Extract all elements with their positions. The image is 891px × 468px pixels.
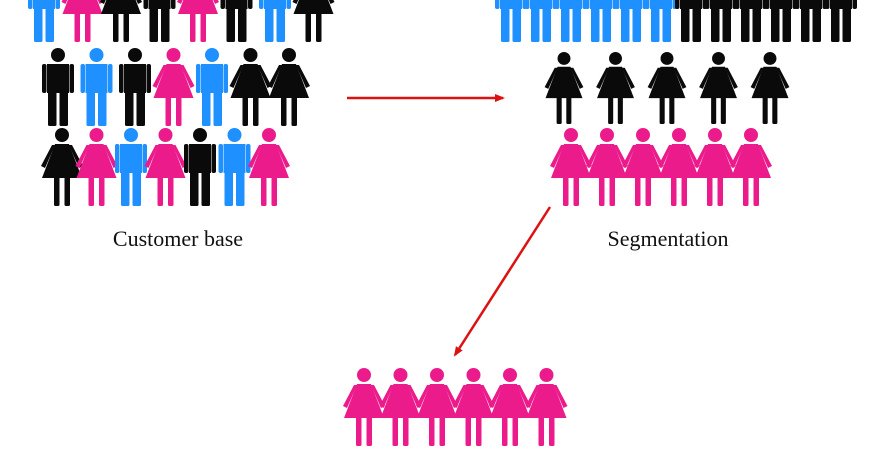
customer-base-group bbox=[28, 0, 335, 206]
black-woman-icon bbox=[100, 0, 142, 42]
black-woman-icon bbox=[268, 48, 310, 126]
black-man-icon bbox=[765, 0, 797, 42]
pink-woman-icon bbox=[586, 128, 628, 206]
blue-man-icon bbox=[80, 48, 113, 126]
black-man-icon bbox=[825, 0, 857, 42]
pink-woman-icon bbox=[144, 128, 187, 206]
pink-woman-icon bbox=[452, 368, 495, 446]
segmentation-label: Segmentation bbox=[607, 226, 729, 251]
blue-man-icon bbox=[585, 0, 617, 42]
black-woman-icon bbox=[647, 52, 687, 124]
pink-woman-icon bbox=[177, 0, 219, 42]
pink-woman-icon bbox=[550, 128, 592, 206]
pink-woman-icon bbox=[152, 48, 195, 126]
pink-woman-icon bbox=[75, 128, 118, 206]
pink-woman-icon bbox=[622, 128, 664, 206]
pink-woman-icon bbox=[343, 368, 385, 446]
black-man-icon bbox=[220, 0, 253, 42]
black-woman-icon bbox=[750, 52, 790, 124]
black-man-icon bbox=[42, 48, 74, 126]
pink-woman-icon bbox=[694, 128, 736, 206]
blue-man-icon bbox=[495, 0, 527, 42]
black-woman-icon bbox=[596, 52, 635, 124]
black-man-icon bbox=[705, 0, 737, 42]
black-man-icon bbox=[119, 48, 151, 126]
black-man-icon bbox=[143, 0, 176, 42]
black-man-icon bbox=[795, 0, 827, 42]
pink-woman-icon bbox=[525, 368, 568, 446]
blue-man-icon bbox=[615, 0, 647, 42]
black-man-icon bbox=[184, 128, 216, 206]
blue-man-icon bbox=[28, 0, 60, 42]
blue-man-icon bbox=[115, 128, 147, 206]
black-man-icon bbox=[675, 0, 707, 42]
black-woman-icon bbox=[544, 52, 584, 124]
pink-woman-icon bbox=[489, 368, 531, 446]
blue-man-icon bbox=[555, 0, 587, 42]
pink-woman-icon bbox=[61, 0, 104, 42]
pink-woman-icon bbox=[248, 128, 290, 206]
pink-woman-icon bbox=[730, 128, 772, 206]
pink-woman-icon bbox=[416, 368, 458, 446]
black-woman-icon bbox=[292, 0, 335, 42]
black-woman-icon bbox=[699, 52, 738, 124]
black-man-icon bbox=[735, 0, 767, 42]
black-woman-icon bbox=[41, 128, 83, 206]
pink-woman-icon bbox=[379, 368, 422, 446]
pink-woman-icon bbox=[658, 128, 700, 206]
blue-man-icon bbox=[218, 128, 251, 206]
black-woman-icon bbox=[229, 48, 272, 126]
blue-man-icon bbox=[259, 0, 291, 42]
blue-man-icon bbox=[196, 48, 228, 126]
target-segment-group bbox=[343, 368, 568, 446]
blue-man-icon bbox=[525, 0, 557, 42]
blue-man-icon bbox=[645, 0, 677, 42]
arrow-segmentation-to-target bbox=[453, 206, 552, 357]
customer-base-label: Customer base bbox=[112, 226, 244, 251]
segmentation-group bbox=[495, 0, 857, 206]
